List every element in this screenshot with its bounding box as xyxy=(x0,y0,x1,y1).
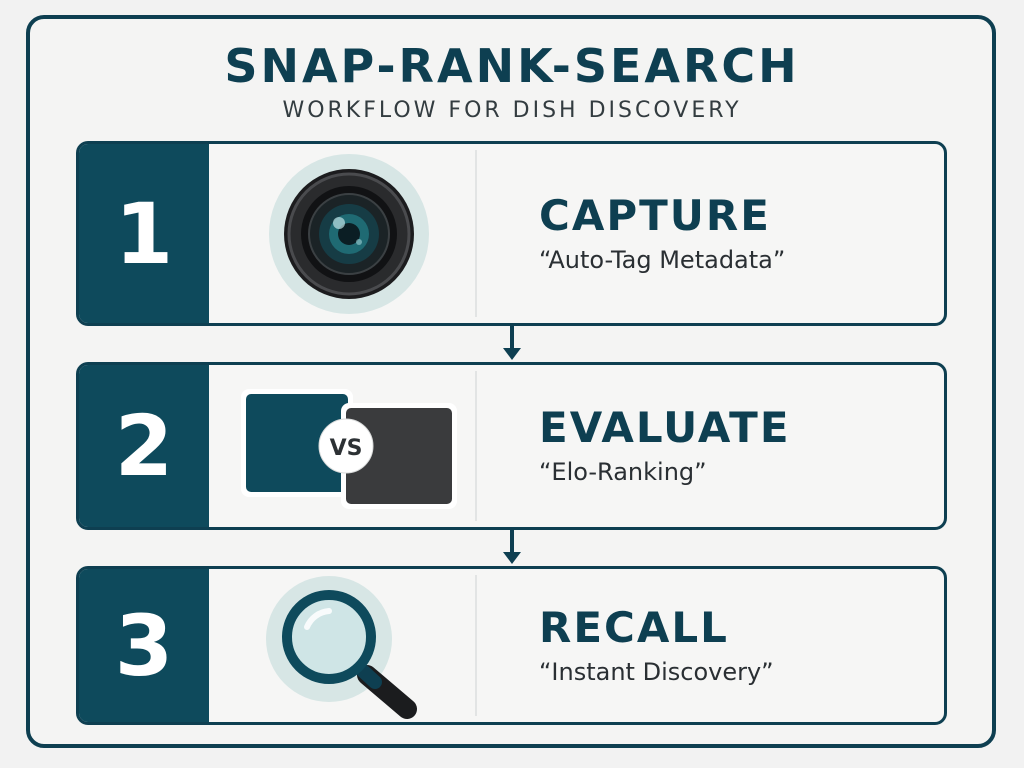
step-text: RECALL “Instant Discovery” xyxy=(539,569,774,722)
step-divider xyxy=(475,575,477,716)
step-description: “Auto-Tag Metadata” xyxy=(539,245,786,274)
arrow-down-icon xyxy=(503,530,521,564)
versus-comparison-icon: VS xyxy=(229,365,469,527)
step-divider xyxy=(475,371,477,521)
step-description: “Instant Discovery” xyxy=(539,657,774,686)
step-capture: 1 CAPTURE “Auto-Tag Metadata” xyxy=(76,141,947,326)
step-number: 2 xyxy=(79,365,209,527)
step-number: 1 xyxy=(79,144,209,323)
camera-lens-icon xyxy=(229,144,469,323)
versus-badge: VS xyxy=(330,436,363,461)
step-title: RECALL xyxy=(539,602,729,652)
page-subtitle: WORKFLOW FOR DISH DISCOVERY xyxy=(282,98,742,123)
magnifier-icon xyxy=(229,569,469,722)
page-title: SNAP-RANK-SEARCH xyxy=(224,39,800,93)
step-description: “Elo-Ranking” xyxy=(539,458,707,486)
step-evaluate: 2 VS EVALUATE “Elo-Ranking” xyxy=(76,362,947,530)
step-text: EVALUATE “Elo-Ranking” xyxy=(539,365,791,527)
step-recall: 3 RECALL “Instant Discovery” xyxy=(76,566,947,725)
arrow-down-icon xyxy=(503,326,521,360)
step-number: 3 xyxy=(79,569,209,722)
step-title: EVALUATE xyxy=(539,403,791,452)
step-title: CAPTURE xyxy=(539,190,771,240)
step-divider xyxy=(475,150,477,317)
step-text: CAPTURE “Auto-Tag Metadata” xyxy=(539,144,785,323)
